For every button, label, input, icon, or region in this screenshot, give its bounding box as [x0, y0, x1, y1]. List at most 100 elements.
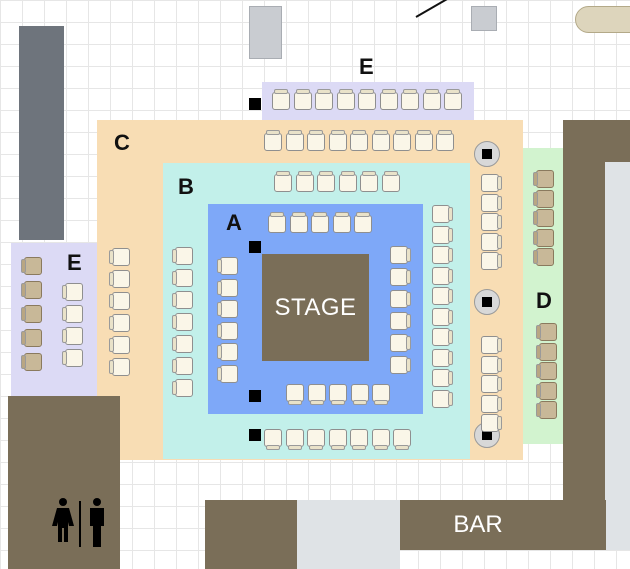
seat: [329, 384, 347, 405]
seat: [217, 321, 238, 340]
seat: [307, 429, 325, 450]
seat: [217, 364, 238, 383]
seat: [307, 384, 326, 405]
seat: [109, 292, 130, 310]
seat: [432, 389, 453, 408]
seat: [172, 379, 193, 397]
seat: [217, 300, 238, 318]
seat: [350, 429, 368, 450]
seat: [336, 89, 355, 110]
seat: [390, 334, 411, 352]
seat: [109, 270, 130, 288]
seat: [432, 246, 453, 264]
seat: [533, 189, 554, 208]
seat: [354, 212, 372, 233]
restroom-icon: [50, 497, 110, 549]
seat: [286, 384, 304, 405]
seat: [371, 429, 390, 450]
seat: [414, 130, 433, 151]
section-label-e-left: E: [67, 250, 82, 275]
seat: [21, 329, 42, 347]
seat: [536, 342, 557, 361]
seat: [62, 283, 83, 301]
bar-label: BAR: [453, 511, 503, 538]
seat: [217, 278, 238, 297]
seat: [536, 323, 557, 341]
seat: [172, 247, 193, 265]
seat: [264, 429, 282, 450]
seat: [285, 429, 304, 450]
pillar: [249, 390, 261, 402]
seat: [481, 232, 502, 251]
round-pillar: [474, 289, 500, 315]
seat: [311, 212, 329, 233]
seat: [432, 287, 453, 305]
seat: [109, 248, 130, 266]
seat: [536, 381, 557, 400]
seat: [217, 343, 238, 361]
seat: [436, 130, 454, 151]
seat: [62, 327, 83, 345]
seat: [285, 130, 304, 151]
section-label-a: A: [226, 210, 242, 235]
seat: [172, 269, 193, 287]
seat: [315, 89, 333, 110]
seat: [289, 212, 308, 233]
pillar: [249, 429, 261, 441]
top-cabinet: [249, 6, 282, 59]
seat: [360, 171, 378, 192]
seat: [328, 429, 347, 450]
seat: [432, 205, 453, 223]
seat: [358, 89, 376, 110]
seat: [295, 171, 314, 192]
seat: [109, 358, 130, 376]
seat: [481, 193, 502, 212]
seat: [371, 130, 390, 151]
seat: [172, 313, 193, 331]
seat: [393, 429, 411, 450]
seat: [21, 257, 42, 275]
seat: [328, 130, 347, 151]
seat: [390, 312, 411, 330]
seat: [62, 349, 83, 367]
pillar: [249, 241, 261, 253]
seat: [533, 170, 554, 188]
right-wall-inner: [605, 162, 630, 550]
seat: [172, 335, 193, 353]
round-pillar: [474, 141, 500, 167]
seat: [381, 171, 400, 192]
seat: [172, 291, 193, 309]
section-label-e-top: E: [359, 54, 374, 79]
section-label-d: D: [536, 288, 552, 313]
seat: [274, 171, 292, 192]
seat: [432, 266, 453, 285]
seat: [338, 171, 357, 192]
seat: [432, 307, 453, 326]
seat: [393, 130, 411, 151]
seat: [372, 384, 390, 405]
seat: [422, 89, 441, 110]
seat: [307, 130, 325, 151]
seat: [432, 225, 453, 244]
seat: [21, 281, 42, 299]
seat: [109, 336, 130, 354]
seat: [390, 356, 411, 374]
seat: [481, 355, 502, 374]
seat: [390, 268, 411, 286]
seat: [317, 171, 335, 192]
seat: [481, 414, 502, 432]
bottom-wall-block: [205, 500, 297, 569]
seat: [62, 305, 83, 323]
seat: [481, 394, 502, 413]
seat: [109, 314, 130, 332]
top-right-pod: [575, 6, 630, 33]
seat: [444, 89, 462, 110]
seat: [217, 257, 238, 275]
seat: [390, 290, 411, 308]
seat: [272, 89, 290, 110]
section-label-b: B: [178, 174, 194, 199]
top-box: [471, 6, 497, 31]
seat: [481, 375, 502, 393]
seat: [293, 89, 312, 110]
